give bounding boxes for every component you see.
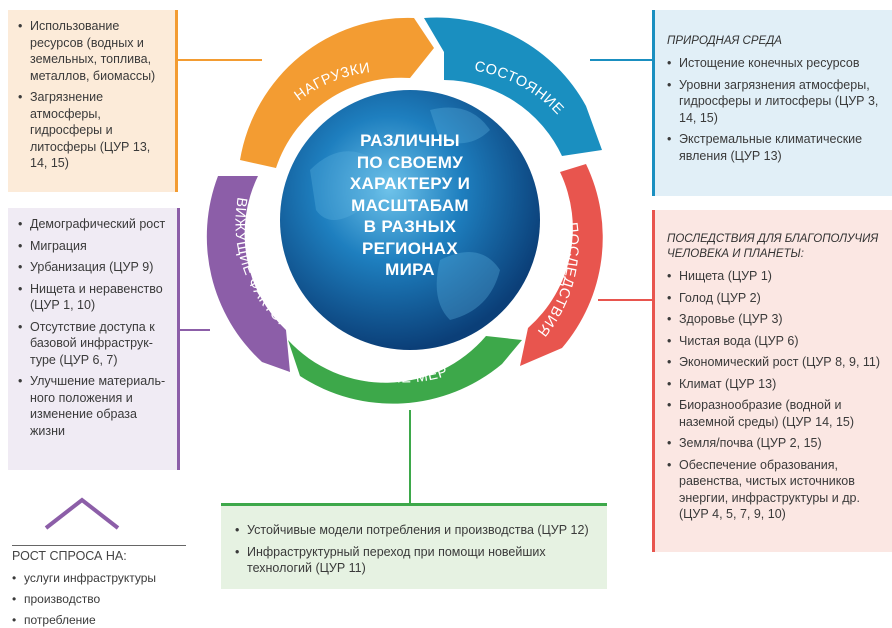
globe-caption-line: ХАРАКТЕРУ И [349,174,471,193]
drivers-panel: Демографический рост Миграция Урбанизаци… [8,208,180,470]
list-item: Экстремальные климатические явления (ЦУР… [667,131,884,164]
demand-list: услуги инфраструктуры производство потре… [12,571,186,628]
arrow-pressures [240,17,434,169]
pressures-list: Использование ресурсов (водных и земельн… [18,18,167,172]
list-item: Чистая вода (ЦУР 6) [667,333,886,350]
list-item: Улучшение материаль-ного положения и изм… [18,373,169,439]
impacts-panel: ПОСЛЕДСТВИЯ ДЛЯ БЛАГОПОЛУЧИЯ ЧЕЛОВЕКА И … [652,210,892,552]
globe-caption-line: МИРА [385,260,435,279]
arrow-responses [288,336,522,404]
list-item: Урбанизация (ЦУР 9) [18,259,169,276]
globe-caption-line: В РАЗНЫХ [363,217,457,236]
list-item: Здоровье (ЦУР 3) [667,311,886,328]
list-item: Климат (ЦУР 13) [667,376,886,393]
demand-chevron [44,497,120,530]
arrow-drivers [206,176,290,372]
list-item: потребление [12,613,186,628]
arrow-state [424,17,602,157]
list-item: Голод (ЦУР 2) [667,290,886,307]
list-item: производство [12,592,186,607]
list-item: Экономический рост (ЦУР 8, 9, 11) [667,354,886,371]
list-item: Биоразнообразие (водной и наземной среды… [667,397,886,430]
impacts-list: Нищета (ЦУР 1) Голод (ЦУР 2) Здоровье (Ц… [667,268,886,523]
globe-caption: РАЗЛИЧНЫ ПО СВОЕМУ ХАРАКТЕРУ И МАСШТАБАМ… [330,130,490,281]
pressures-panel: Использование ресурсов (водных и земельн… [8,10,178,192]
drivers-list: Демографический рост Миграция Урбанизаци… [18,216,169,439]
list-item: Обеспечение образования, равенства, чист… [667,457,886,523]
responses-panel: Устойчивые модели потребления и производ… [221,503,607,589]
demand-title: РОСТ СПРОСА НА: [12,545,186,563]
list-item: Уровни загрязнения атмосферы, гидросферы… [667,77,884,127]
list-item: Инфраструктурный переход при помощи нове… [235,544,597,577]
list-item: Нищета (ЦУР 1) [667,268,886,285]
list-item: Нищета и неравенство (ЦУР 1, 10) [18,281,169,314]
list-item: Истощение конечных ресурсов [667,55,884,72]
list-item: Загрязнение атмосферы, гидросферы и лито… [18,89,167,172]
demand-panel: РОСТ СПРОСА НА: услуги инфраструктуры пр… [6,545,186,628]
list-item: Использование ресурсов (водных и земельн… [18,18,167,84]
globe-caption-line: РЕГИОНАХ [361,238,459,258]
globe-caption-line: ПО СВОЕМУ [356,152,464,172]
impacts-panel-title: ПОСЛЕДСТВИЯ ДЛЯ БЛАГОПОЛУЧИЯ ЧЕЛОВЕКА И … [667,233,879,260]
state-list: Истощение конечных ресурсов Уровни загря… [667,55,884,164]
list-item: Демографический рост [18,216,169,233]
globe [280,90,540,350]
globe-caption-line: РАЗЛИЧНЫ [360,131,460,150]
list-item: Устойчивые модели потребления и производ… [235,522,597,539]
list-item: Отсутствие доступа к базовой инфраструк-… [18,319,169,369]
list-item: Земля/почва (ЦУР 2, 15) [667,435,886,452]
responses-list: Устойчивые модели потребления и производ… [235,522,597,577]
globe-caption-line: МАСШТАБАМ [351,195,469,215]
state-panel-title: ПРИРОДНАЯ СРЕДА [667,35,782,47]
list-item: услуги инфраструктуры [12,571,186,586]
state-panel: ПРИРОДНАЯ СРЕДА Истощение конечных ресур… [652,10,892,196]
list-item: Миграция [18,238,169,255]
arrow-impacts [520,164,603,366]
globe-land [310,107,500,320]
